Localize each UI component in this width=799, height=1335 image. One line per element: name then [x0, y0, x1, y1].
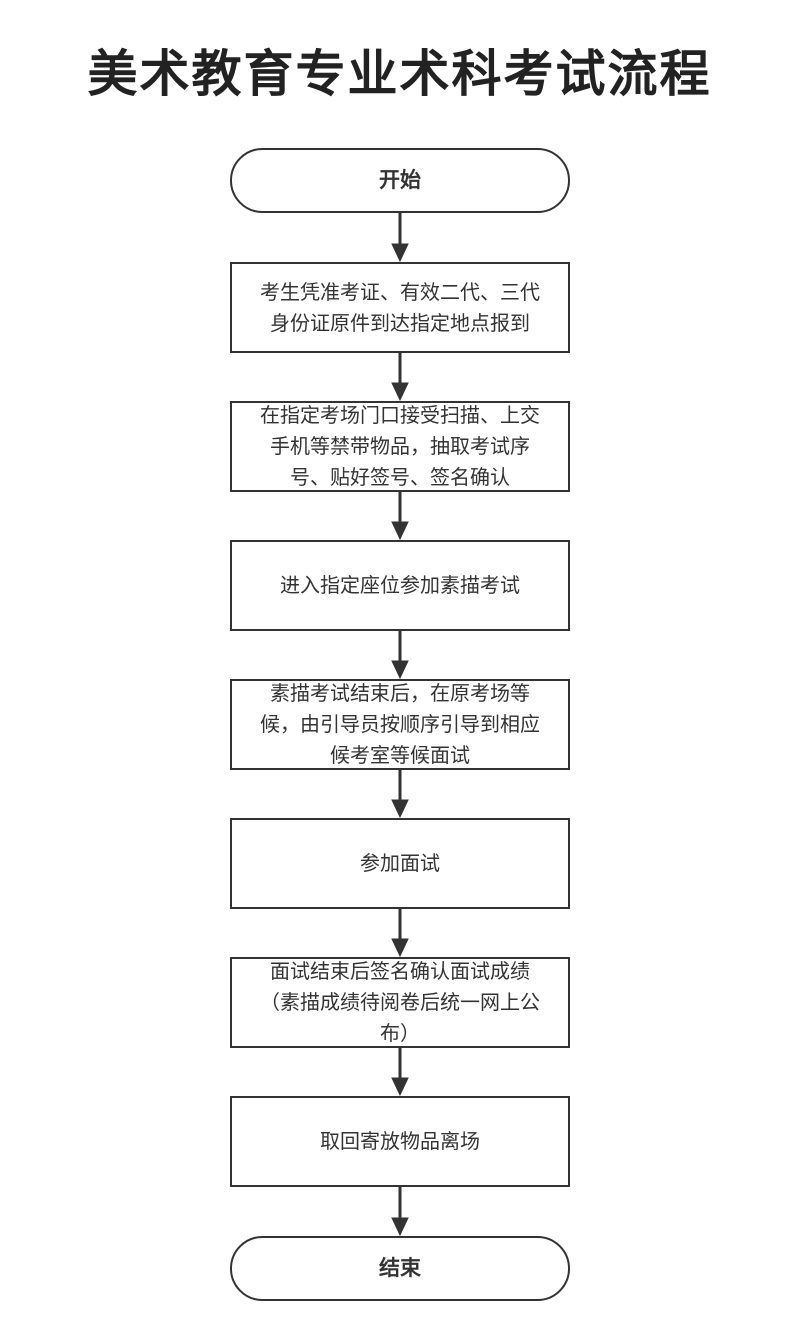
process-step-2: 在指定考场门口接受扫描、上交手机等禁带物品，抽取考试序号、贴好签号、签名确认	[230, 401, 570, 492]
step-text-line: 候考室等候面试	[330, 743, 470, 767]
end-label: 结束	[379, 1256, 421, 1280]
step-text-line: 素描考试结束后，在原考场等	[270, 681, 530, 705]
arrow-head	[391, 1217, 409, 1237]
arrow-head	[391, 243, 409, 263]
arrow-head	[391, 1077, 409, 1097]
step-text-line: 参加面试	[360, 851, 440, 875]
step-text-line: 候，由引导员按顺序引导到相应	[260, 712, 540, 736]
step-text-line: 考生凭准考证、有效二代、三代	[260, 279, 540, 304]
step-text-line: 布）	[380, 1021, 420, 1045]
step-text-line: 取回寄放物品离场	[320, 1129, 480, 1153]
start-node: 开始	[230, 148, 570, 213]
arrow-head	[391, 521, 409, 541]
step-text-line: 进入指定座位参加素描考试	[280, 573, 520, 597]
arrow-head	[391, 799, 409, 819]
step-text-line: 面试结束后签名确认面试成绩	[270, 959, 530, 983]
step-text-line: 在指定考场门口接受扫描、上交	[260, 403, 540, 427]
end-node: 结束	[230, 1236, 570, 1301]
step-text-line: 身份证原件到达指定地点报到	[270, 310, 530, 335]
process-step-7: 取回寄放物品离场	[230, 1096, 570, 1187]
process-step-5: 参加面试	[230, 818, 570, 909]
process-step-4: 素描考试结束后，在原考场等候，由引导员按顺序引导到相应候考室等候面试	[230, 679, 570, 770]
step-text-line: 号、贴好签号、签名确认	[290, 465, 510, 489]
arrow-head	[391, 660, 409, 680]
arrow-head	[391, 938, 409, 958]
step-text-line: 手机等禁带物品，抽取考试序	[270, 434, 530, 458]
process-step-1: 考生凭准考证、有效二代、三代身份证原件到达指定地点报到	[230, 262, 570, 353]
start-label: 开始	[379, 168, 421, 192]
process-step-3: 进入指定座位参加素描考试	[230, 540, 570, 631]
arrow-head	[391, 382, 409, 402]
process-step-6: 面试结束后签名确认面试成绩 （素描成绩待阅卷后统一网上公布）	[230, 957, 570, 1048]
flowchart-title: 美术教育专业术科考试流程	[87, 45, 712, 103]
step-text-line: （素描成绩待阅卷后统一网上公	[260, 990, 540, 1014]
